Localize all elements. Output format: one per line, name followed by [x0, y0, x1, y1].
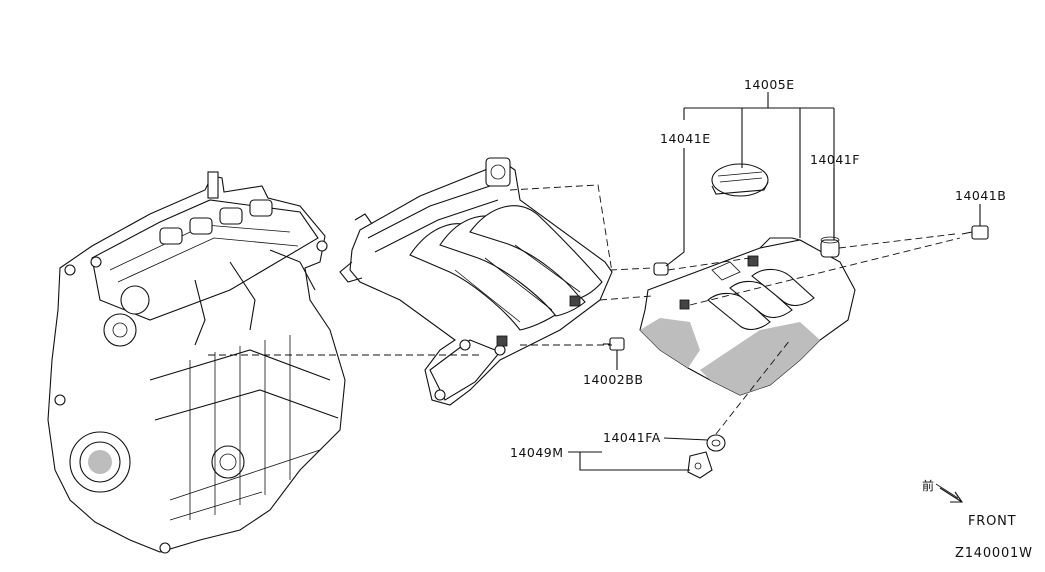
intake-manifold-illustration [339, 157, 613, 406]
label-14041B: 14041B [955, 188, 1006, 203]
front-label: FRONT [968, 514, 1016, 529]
leader-lines [568, 92, 981, 471]
label-14041FA: 14041FA [603, 430, 661, 445]
front-direction-indicator: 前 FRONT [922, 478, 1016, 529]
label-14005E: 14005E [744, 77, 795, 92]
front-arrow-icon [939, 487, 964, 503]
label-14049M: 14049M [510, 445, 564, 460]
bolt-14002BB-illustration [603, 337, 625, 360]
grommet-14041E-illustration [653, 262, 669, 276]
label-14002BB: 14002BB [583, 372, 643, 387]
oil-filler-cap-illustration [711, 163, 769, 197]
grommet-14041FA-illustration [706, 434, 726, 452]
grommet-14041F-illustration [820, 236, 840, 258]
label-14041E: 14041E [660, 131, 711, 146]
bracket-14049M-illustration [687, 451, 713, 479]
assembly-lines [208, 184, 961, 435]
bolt-14041B-illustration [961, 225, 989, 240]
diagram-id: Z140001W [955, 546, 1033, 561]
label-14041F: 14041F [810, 152, 860, 167]
engine-assembly-illustration [47, 171, 346, 554]
engine-cover-illustration [639, 237, 856, 396]
front-glyph: 前 [922, 478, 934, 493]
